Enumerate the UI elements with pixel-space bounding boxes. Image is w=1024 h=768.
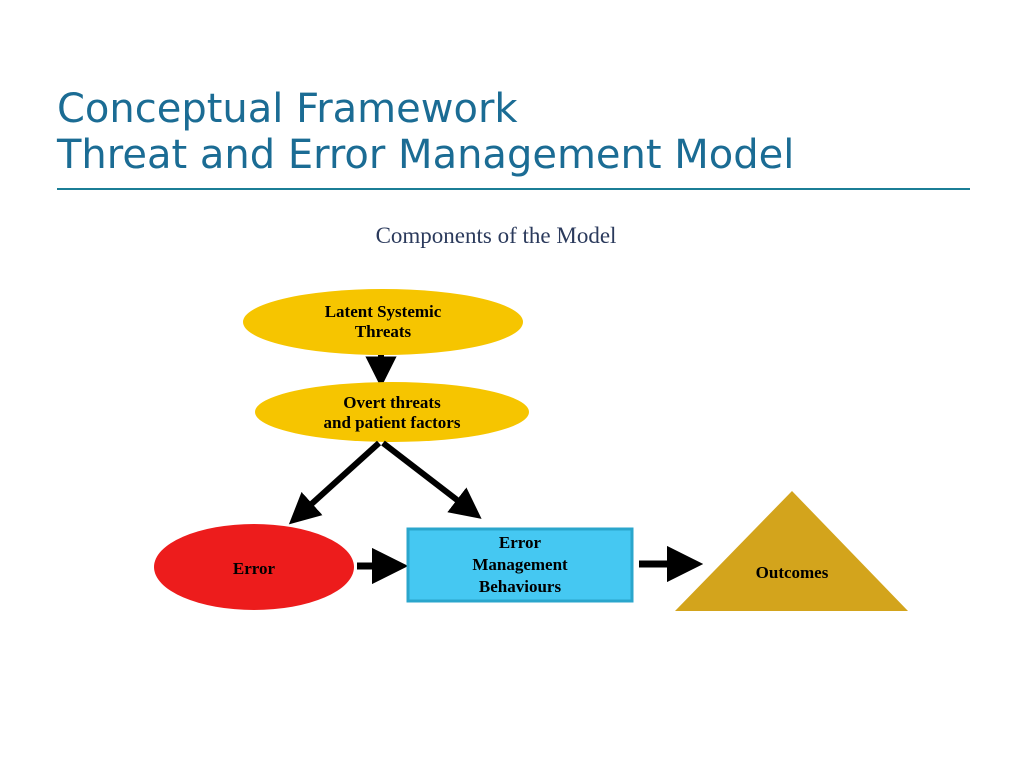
page-title-line-2: Threat and Error Management Model — [57, 132, 795, 178]
node-error: Error — [154, 524, 354, 610]
error-management-behaviours-label-line-2: Management — [472, 555, 568, 574]
node-latent-systemic-threats: Latent Systemic Threats — [243, 289, 523, 355]
latent-systemic-threats-label-line-2: Threats — [355, 322, 412, 341]
overt-threats-label-line-1: Overt threats — [343, 393, 441, 412]
error-management-behaviours-label-line-1: Error — [499, 533, 542, 552]
arrow-overt-to-error-management-behaviours — [381, 440, 482, 519]
outcomes-triangle — [675, 491, 908, 611]
title-divider — [57, 188, 970, 190]
outcomes-label: Outcomes — [756, 563, 829, 582]
arrow-overt-to-error — [288, 440, 382, 525]
page-title-line-1: Conceptual Framework — [57, 86, 518, 132]
overt-threats-label-line-2: and patient factors — [324, 413, 461, 432]
error-management-behaviours-rect — [406, 527, 634, 603]
error-management-behaviours-label-line-3: Behaviours — [479, 577, 562, 596]
node-outcomes: Outcomes — [675, 491, 908, 611]
overt-threats-ellipse — [255, 382, 529, 442]
latent-systemic-threats-ellipse — [243, 289, 523, 355]
node-error-management-behaviours: Error Management Behaviours — [406, 527, 634, 603]
page-title: Conceptual Framework Threat and Error Ma… — [57, 86, 977, 178]
threat-error-management-diagram: Components of the Model Latent Systemic … — [0, 200, 1024, 660]
node-overt-threats: Overt threats and patient factors — [255, 382, 529, 442]
latent-systemic-threats-label-line-1: Latent Systemic — [325, 302, 442, 321]
diagram-heading: Components of the Model — [376, 223, 617, 248]
error-ellipse — [154, 524, 354, 610]
error-label: Error — [233, 559, 276, 578]
